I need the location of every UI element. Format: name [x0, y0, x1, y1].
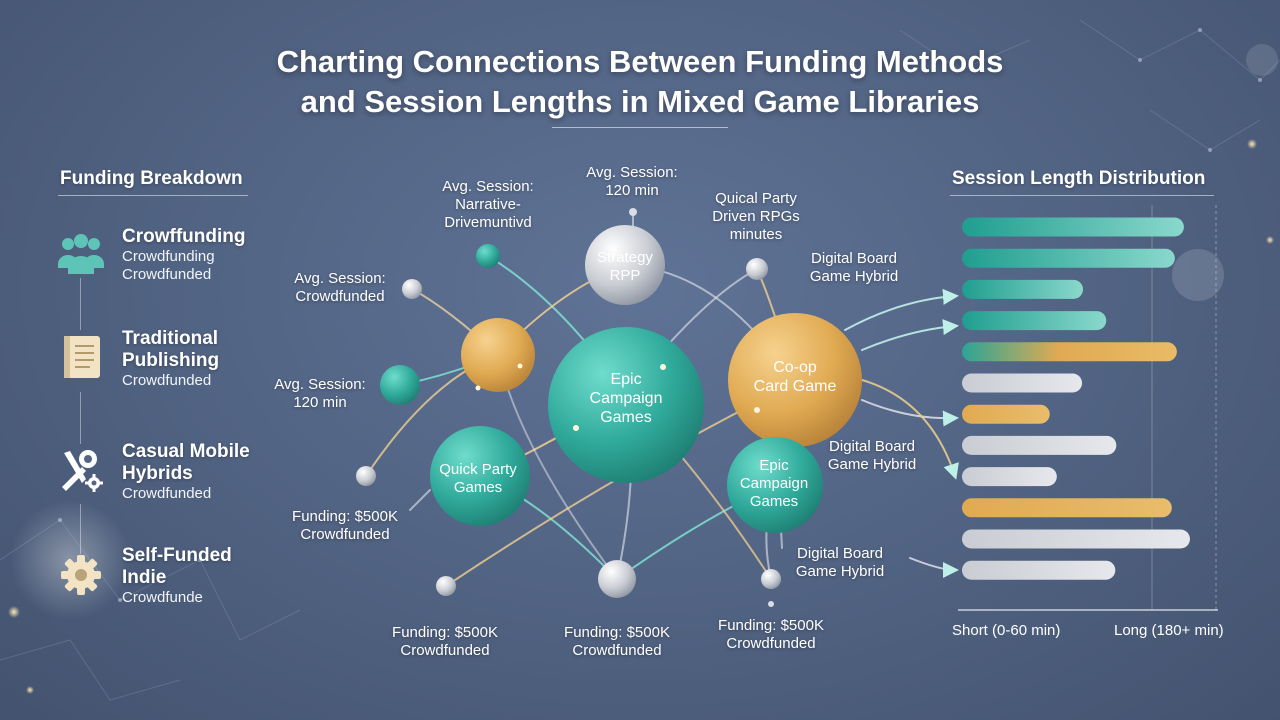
- session-bar: [962, 373, 1083, 393]
- funding-item-casual-mobile-hybrids: Casual Mobile Hybrids Crowdfunded: [52, 441, 282, 511]
- satellite-node: [461, 318, 535, 392]
- node-label-line: Games: [454, 479, 502, 496]
- axis-label-short: Short (0-60 min): [952, 622, 1061, 639]
- annotation-narrative-session: Avg. Session: Narrative- Drivemuntivd: [442, 178, 534, 231]
- book-icon: [64, 336, 100, 378]
- satellite-node: [476, 244, 500, 268]
- title-underline: [552, 127, 728, 128]
- node-label-line: Co-op: [773, 359, 817, 376]
- funding-connector-1: [80, 278, 81, 330]
- satellite-node: [402, 279, 422, 299]
- session-heading-rule: [950, 195, 1214, 196]
- funding-connector-3: [80, 504, 81, 554]
- session-bar: [962, 279, 1084, 299]
- node-label-line: Strategy: [597, 249, 653, 266]
- satellite-node: [436, 576, 456, 596]
- session-bar: [962, 560, 1116, 580]
- funding-heading-rule: [58, 195, 248, 196]
- annotation-avg-session-120: Avg. Session: 120 min: [274, 376, 366, 411]
- satellite-node: [380, 365, 420, 405]
- annotation-top-session: Avg. Session: 120 min: [586, 164, 678, 199]
- session-bar: [962, 342, 1177, 362]
- funding-label: Traditional Publishing: [122, 328, 220, 371]
- link: [861, 399, 959, 427]
- link: [409, 489, 431, 511]
- session-bar: [962, 311, 1107, 331]
- bars-group: [962, 217, 1190, 580]
- session-bar: [962, 404, 1050, 424]
- annotation-digital-board-1: Digital Board Game Hybrid: [809, 250, 899, 285]
- funding-label: Casual Mobile Hybrids: [122, 441, 250, 484]
- main-title: Charting Connections Between Funding Met…: [190, 42, 1090, 122]
- node-label-line: Games: [600, 409, 652, 426]
- annotation-digital-board-2: Digital Board Game Hybrid: [827, 438, 917, 473]
- annotation-funding-bottom-mid: Funding: $500K Crowdfunded: [564, 624, 670, 659]
- session-bar: [962, 248, 1175, 268]
- funding-sub: Crowdfunding Crowdfunded: [122, 248, 215, 283]
- link: [861, 319, 959, 351]
- annotation-digital-board-3: Digital Board Game Hybrid: [795, 545, 885, 580]
- node-label-line: Games: [750, 493, 798, 510]
- annotation-avg-session-crowdfunded: Avg. Session: Crowdfunded: [294, 270, 386, 305]
- link: [861, 379, 959, 480]
- gear-icon: [61, 555, 101, 595]
- node-label-line: Card Game: [754, 378, 837, 395]
- funding-sub: Crowdfunded: [122, 372, 212, 389]
- title-line-1: Charting Connections Between Funding Met…: [276, 44, 1004, 79]
- satellite-node: [629, 208, 637, 216]
- satellite-node: [356, 466, 376, 486]
- annotation-funding-bottom-right: Funding: $500K Crowdfunded: [718, 617, 824, 652]
- annotation-funding-left: Funding: $500K Crowdfunded: [292, 508, 398, 543]
- node-label-line: Quick Party: [439, 461, 517, 478]
- funding-breakdown-heading: Funding Breakdown: [60, 168, 243, 189]
- node-epic-campaign-small: Epic Campaign Games: [727, 437, 823, 533]
- node-label-line: Epic: [610, 371, 641, 388]
- people-group-icon: [58, 234, 104, 274]
- funding-sub: Crowdfunded: [122, 485, 212, 502]
- node-label-line: Campaign: [740, 475, 808, 492]
- link: [909, 557, 959, 578]
- session-distribution-heading: Session Length Distribution: [952, 168, 1206, 189]
- funding-connector-2: [80, 392, 81, 444]
- funding-sub: Crowdfunde: [122, 589, 203, 606]
- node-label-line: Campaign: [590, 390, 663, 407]
- session-bar: [962, 529, 1190, 549]
- axis-label-long: Long (180+ min): [1114, 622, 1224, 639]
- node-coop-card-game: Co-op Card Game: [728, 313, 862, 447]
- node-label-line: Epic: [759, 457, 789, 474]
- funding-label: Crowffunding: [122, 226, 246, 247]
- session-bar: [962, 217, 1184, 237]
- title-line-2: and Session Lengths in Mixed Game Librar…: [300, 84, 980, 119]
- satellite-node: [746, 258, 768, 280]
- satellite-node: [598, 560, 636, 598]
- node-strategy-rpp: Strategy RPP: [585, 225, 665, 305]
- tools-gear-icon: [62, 450, 103, 492]
- node-label-line: RPP: [610, 267, 641, 284]
- node-quick-party-games: Quick Party Games: [430, 426, 530, 526]
- session-bar: [962, 435, 1117, 455]
- annotation-funding-bottom-left: Funding: $500K Crowdfunded: [392, 624, 498, 659]
- link: [844, 288, 959, 331]
- session-bar: [962, 467, 1057, 487]
- annotation-quical-party: Quical Party Driven RPGs minutes: [712, 190, 800, 243]
- satellite-node: [761, 569, 781, 589]
- session-bar: [962, 498, 1172, 518]
- satellite-node: [768, 601, 774, 607]
- funding-label: Self-Funded Indie: [122, 545, 232, 588]
- funding-item-crowdfunding: Crowffunding Crowdfunding Crowdfunded: [52, 226, 282, 296]
- funding-item-self-funded-indie: Self-Funded Indie Crowdfunde: [52, 545, 282, 615]
- funding-item-traditional-publishing: Traditional Publishing Crowdfunded: [52, 328, 282, 398]
